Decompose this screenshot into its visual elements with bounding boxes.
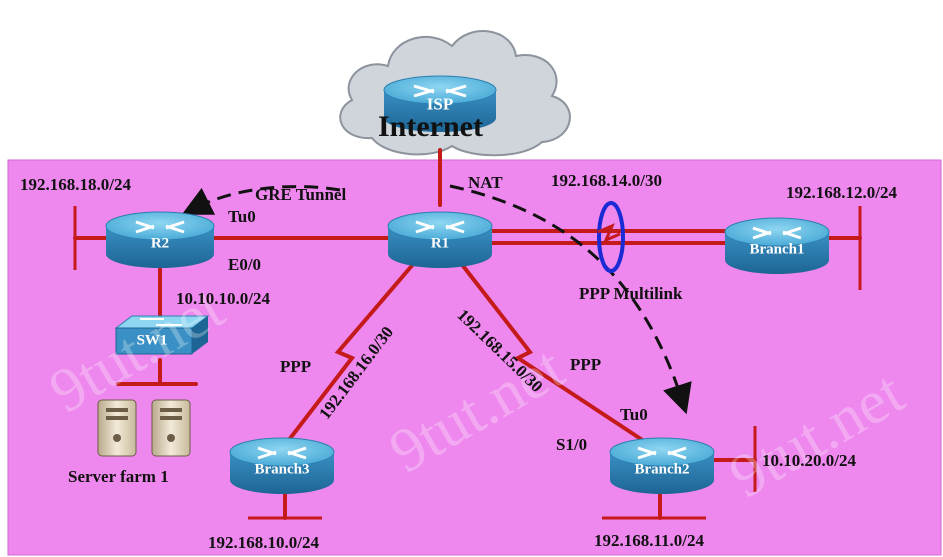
- switch-arrows-icon: [140, 318, 182, 326]
- branch2-label: Branch2: [634, 461, 690, 478]
- isp-label: ISP: [426, 94, 454, 114]
- net-label-branch2-side: 10.10.20.0/24: [762, 451, 856, 470]
- r1-label: R1: [430, 235, 450, 252]
- net-label-branch1-lan: 192.168.12.0/24: [786, 183, 897, 202]
- r2-tu0-label: Tu0: [228, 207, 256, 226]
- net-label-r2-lan: 192.168.18.0/24: [20, 175, 131, 194]
- lan-bars: [73, 206, 862, 520]
- server-farm-label: Server farm 1: [68, 467, 169, 486]
- ppp-label-right: PPP: [570, 355, 602, 374]
- nat-label: NAT: [468, 173, 503, 192]
- ppp-label-left: PPP: [280, 357, 312, 376]
- multilink-ring: [597, 201, 625, 273]
- r2-e00-label: E0/0: [228, 255, 262, 274]
- router-arrows-icon: [413, 84, 467, 98]
- multilink-zigzag: [597, 223, 621, 243]
- branch3-label: Branch3: [254, 461, 310, 478]
- gre-arrow-to-branch2: [449, 184, 692, 415]
- internet-label: Internet: [378, 110, 483, 143]
- router-r2[interactable]: [105, 211, 215, 268]
- net-label-multilink: 192.168.14.0/30: [551, 171, 662, 190]
- branch1-label: Branch1: [749, 241, 805, 258]
- server-icon-1[interactable]: [97, 399, 137, 457]
- branch2-s10-label: S1/0: [556, 435, 588, 454]
- gre-tunnel-paths: [181, 184, 692, 415]
- router-r1[interactable]: [387, 211, 493, 268]
- gre-tunnel-label: GRE Tunnel: [255, 185, 347, 204]
- server-icon-2[interactable]: [151, 399, 191, 457]
- net-label-sw: 10.10.10.0/24: [176, 289, 270, 308]
- link-r1-branch3: [283, 260, 417, 447]
- router-branch2[interactable]: [609, 437, 715, 494]
- router-arrows-icon: [415, 220, 465, 234]
- router-branch3[interactable]: [229, 437, 335, 494]
- multilink-label: PPP Multilink: [579, 284, 683, 303]
- router-branch1[interactable]: [724, 217, 830, 274]
- link-r1-branch2: [458, 260, 652, 447]
- switch-sw1[interactable]: [114, 315, 210, 355]
- router-isp[interactable]: [383, 75, 497, 132]
- branch2-tu0-label: Tu0: [620, 405, 648, 424]
- net-label-branch3-lan: 192.168.10.0/24: [208, 533, 319, 552]
- gre-arrow-to-r2: [181, 185, 341, 215]
- sw1-label: SW1: [136, 332, 168, 349]
- r2-label: R2: [150, 235, 170, 252]
- router-arrows-icon: [257, 446, 307, 460]
- net-label-branch2-lan: 192.168.11.0/24: [594, 531, 705, 550]
- router-arrows-icon: [637, 446, 687, 460]
- links: [73, 148, 862, 520]
- router-arrows-icon: [752, 226, 802, 240]
- router-arrows-icon: [135, 220, 185, 234]
